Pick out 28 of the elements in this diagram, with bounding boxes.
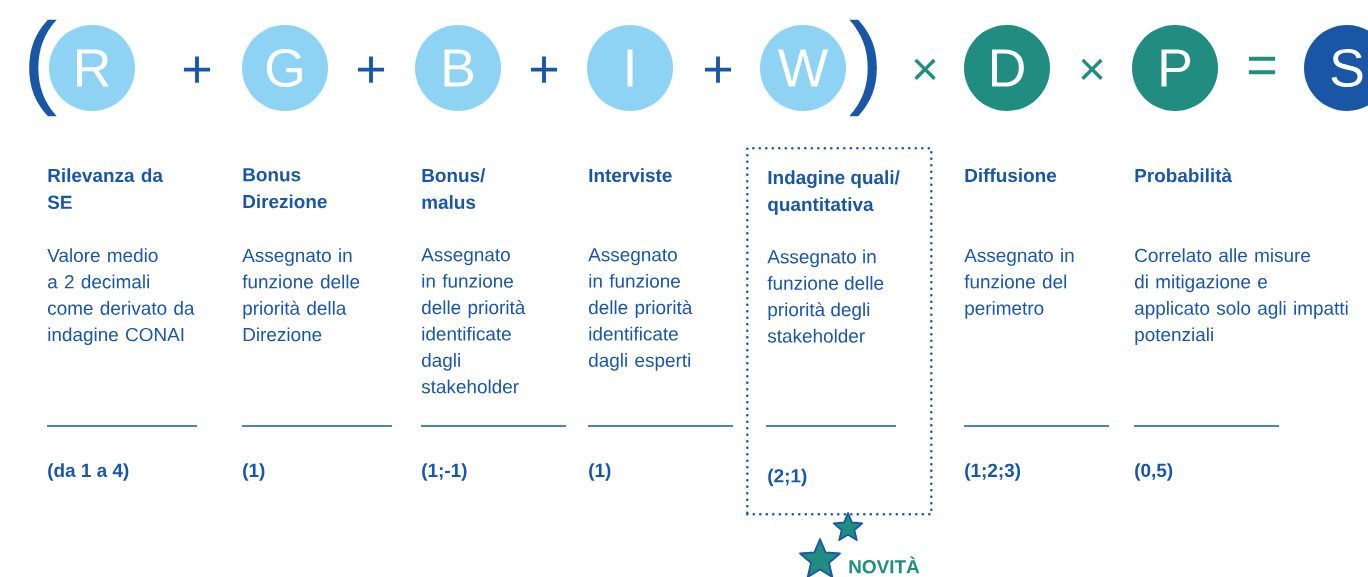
dotted-box: Indagine quali/ quantitativa Assegnato in funzione delle priorità degli stakeholder (2;1) [746,147,933,516]
plus-sign: + [704,56,732,83]
value-range: (1) [589,463,611,481]
value-range: (da 1 a 4) [48,463,129,481]
value-range: (0,5) [1135,463,1173,481]
value-range: (1;-1) [422,463,467,481]
value-range: (1) [243,463,265,481]
column-text: Assegnato in funzione del perimetro [964,248,1074,319]
column-text: Assegnato in funzione delle priorità identificate dagli esperti [588,248,693,371]
value-range: (1;2;3) [965,463,1021,481]
column-text: Valore medio a 2 decimali come derivato da indagine CONAI [47,248,195,346]
plus-sign: + [357,56,385,83]
badge-label: NOVITÀ [849,556,920,574]
parenthesis: ) [849,19,877,117]
column-text: Assegnato in funzione delle priorità della Direzione [242,248,360,342]
column-heading: Diffusione [965,168,1057,183]
column-heading: Bonus Direzione [243,168,327,209]
equals-sign: = [1248,56,1276,75]
plus-sign: + [183,56,211,83]
times-sign: × [1081,58,1103,81]
column-heading: Probabilità [1135,168,1233,183]
column-text: Assegnato in funzione delle priorità identificate dagli stakeholder [421,248,526,394]
times-sign: × [914,58,936,81]
plus-sign: + [530,56,558,83]
column-heading: Bonus/ malus [422,168,486,209]
column-heading: Interviste [589,168,672,183]
column-heading: Rilevanza da SE [47,168,164,209]
column-text: Correlato alle misure di mitigazione e applicato solo agli impatti potenziali [1135,248,1348,346]
